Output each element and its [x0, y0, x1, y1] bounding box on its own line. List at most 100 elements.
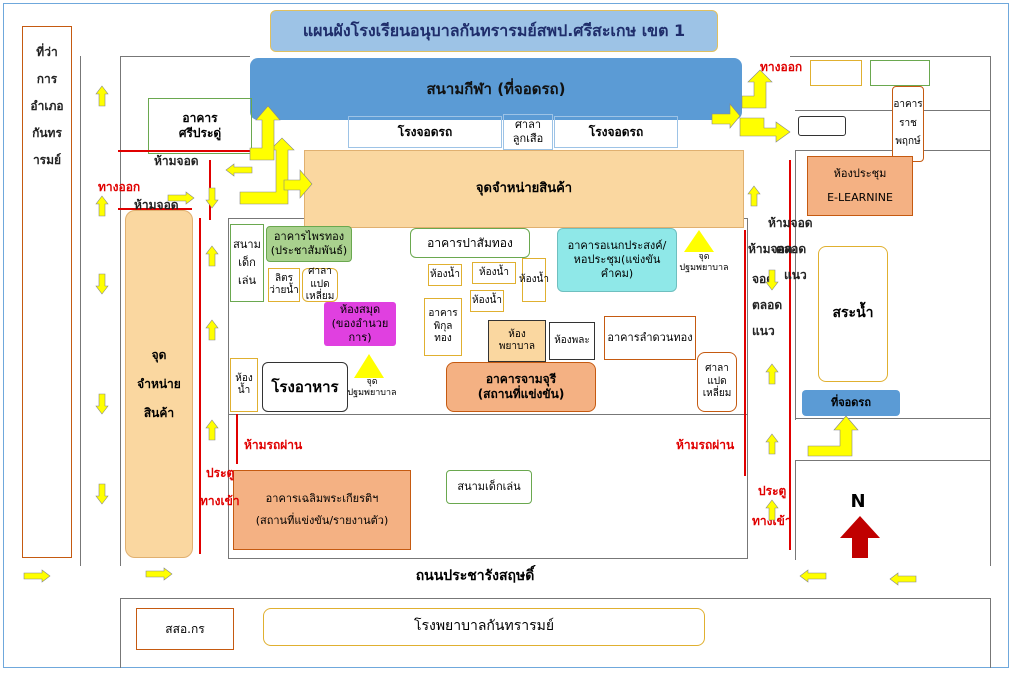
boundary-line [80, 56, 81, 566]
right-arrow-icon [145, 567, 173, 581]
sign-no-parking-right-7: แนว [752, 322, 775, 341]
up-arrow-icon [205, 319, 219, 341]
building-rajaphruek-line-1: อาคาร [893, 99, 923, 111]
sign-no-parking-1: ห้ามจอด [154, 152, 199, 171]
octagon-sala-left-line-2: เหลี่ยม [305, 291, 335, 303]
boundary-line [795, 460, 990, 461]
sign-no-parking-right-4: แนว [784, 266, 807, 285]
building-phikul-line-1: อาคาร [428, 308, 458, 320]
toilet-4: ห้องน้ำ [470, 290, 504, 312]
building-phikul-line-3: ทอง [434, 333, 452, 345]
bent-arrow-icon [741, 69, 773, 109]
water-point: ลิตร ว่ายน้ำ [268, 268, 300, 302]
sign-exit-top-right-text: ทางออก [760, 60, 803, 74]
octagon-sala-right: ศาลาแปด เหลี่ยม [697, 352, 737, 412]
map-title: แผนผังโรงเรียนอนุบาลกันทรารมย์สพป.ศรีสะเ… [270, 10, 718, 52]
toilet-5-line-1: ห้อง [235, 372, 253, 384]
sign-gate-right-2-text: ทางเข้า [752, 514, 792, 528]
nurse-room: ห้อง พยาบาล [488, 320, 546, 362]
scout-sala: ศาลา ลูกเสือ [503, 114, 553, 150]
up-arrow-icon [95, 85, 109, 107]
playground-line-2: เด็ก [238, 256, 256, 270]
sign-no-parking-right-3: ตลอด [776, 240, 806, 259]
first-aid-label-2-text: จุดปฐมพยาบาล [347, 376, 397, 398]
sign-exit-left-text: ทางออก [98, 180, 141, 194]
no-pass-right-line [744, 230, 746, 476]
district-office-line-1: ที่ว่า [36, 45, 58, 59]
entrance-line [199, 218, 201, 554]
stadium: สนามกีฬา (ที่จอดรถ) [250, 58, 742, 120]
parking-right: ที่จอดรถ [802, 390, 900, 416]
building-rajaphruek-line-2: ราช [899, 117, 917, 129]
left-arrow-icon [799, 569, 827, 583]
sign-no-pass-right-text: ห้ามรถผ่าน [676, 438, 735, 452]
building-chamchuri: อาคารจามจุรี (สถานที่แข่งขัน) [446, 362, 596, 412]
right-arrow-icon [23, 569, 51, 583]
boundary-line [747, 218, 748, 558]
first-aid-label-2: จุดปฐมพยาบาล [346, 377, 398, 398]
up-arrow-icon [205, 245, 219, 267]
carport-1-label: โรงจอดรถ [397, 124, 453, 139]
shop-area-left-line-1: จุด [151, 347, 167, 362]
building-multipurpose: อาคารอเนกประสงค์/ หอประชุม(แข่งขันคำคม) [557, 228, 677, 292]
carport-1: โรงจอดรถ [348, 116, 502, 148]
sign-no-parking-right-7-text: แนว [752, 324, 775, 338]
building-phrai-thong-line-2: (ประชาสัมพันธ์) [270, 244, 348, 257]
building-prasam-thong-label: อาคารปาสัมทอง [427, 235, 513, 250]
district-office-line-5: ารมย์ [32, 153, 62, 167]
small-plot [798, 116, 846, 136]
building-phrai-thong-line-1: อาคารไพรทอง [273, 230, 345, 244]
boundary-line [228, 414, 748, 415]
toilet-2: ห้องน้ำ [472, 262, 516, 284]
boundary-line [790, 56, 990, 57]
sign-no-parking-right-2: ห้ามจอด [748, 240, 793, 259]
first-aid-label-1: จุดปฐมพยาบาล [678, 252, 730, 273]
up-arrow-icon [765, 499, 779, 521]
building-multipurpose-line-2: หอประชุม(แข่งขันคำคม) [573, 253, 661, 280]
carport-2-label: โรงจอดรถ [588, 124, 644, 139]
no-parking-line [118, 150, 252, 152]
meeting-room-line-1: ห้องประชุม [833, 167, 887, 181]
carport-2: โรงจอดรถ [554, 116, 678, 148]
toilet-5: ห้อง น้ำ [230, 358, 258, 412]
boundary-line [228, 218, 229, 558]
map-frame [3, 3, 1009, 668]
road-label: ถนนประชารังสฤษดิ์ [380, 566, 570, 588]
no-parking-line [118, 208, 192, 210]
hospital: โรงพยาบาลกันทรารมย์ [263, 608, 705, 646]
small-plot [810, 60, 862, 86]
meeting-room-elearning: ห้องประชุม E-LEARNINE [807, 156, 913, 216]
sign-no-parking-1-text: ห้ามจอด [154, 154, 199, 168]
toilet-3-label: ห้องน้ำ [519, 273, 549, 285]
boundary-line [120, 56, 250, 57]
shop-area-left-line-3: สินค้า [143, 405, 175, 420]
building-multipurpose-line-1: อาคารอเนกประสงค์/ [567, 239, 667, 253]
sign-no-pass-left: ห้ามรถผ่าน [244, 436, 302, 455]
district-office: ที่ว่า การ อำเภอ กันทร ารมย์ [22, 26, 72, 558]
sign-exit-left: ทางออก [98, 178, 140, 197]
boundary-line [795, 460, 796, 560]
down-arrow-icon [765, 269, 779, 291]
canteen-label: โรงอาหาร [271, 377, 339, 396]
sign-gate-left-1-text: ประตู [206, 466, 235, 480]
kids-playground: สนามเด็กเล่น [446, 470, 532, 504]
building-chamchuri-line-2: (สถานที่แข่งขัน) [477, 387, 565, 401]
north-label-text: N [850, 490, 866, 512]
sign-no-parking-2-text: ห้ามจอด [134, 198, 179, 212]
library: ห้องสมุด (ของอำนวยการ) [324, 302, 396, 346]
library-line-1: ห้องสมุด [339, 303, 381, 317]
building-sri-pradu-line-2: ศรีประดู่ [178, 126, 222, 140]
sign-no-pass-right: ห้ามรถผ่าน [676, 436, 734, 455]
sign-gate-left-1: ประตู [206, 464, 234, 483]
right-arrow-icon [167, 191, 195, 205]
parking-right-label: ที่จอดรถ [830, 396, 871, 410]
sign-gate-right-2: ทางเข้า [752, 512, 792, 531]
octagon-sala-right-line-1: ศาลาแปด [705, 363, 729, 387]
north-arrow-icon [840, 516, 880, 558]
bent-arrow-icon [249, 105, 281, 161]
hospital-label: โรงพยาบาลกันทรารมย์ [413, 618, 555, 635]
octagon-sala-left: ศาลาแปด เหลี่ยม [302, 266, 338, 303]
building-sri-pradu-line-1: อาคาร [182, 111, 218, 125]
scout-sala-line-2: ลูกเสือ [512, 132, 544, 145]
